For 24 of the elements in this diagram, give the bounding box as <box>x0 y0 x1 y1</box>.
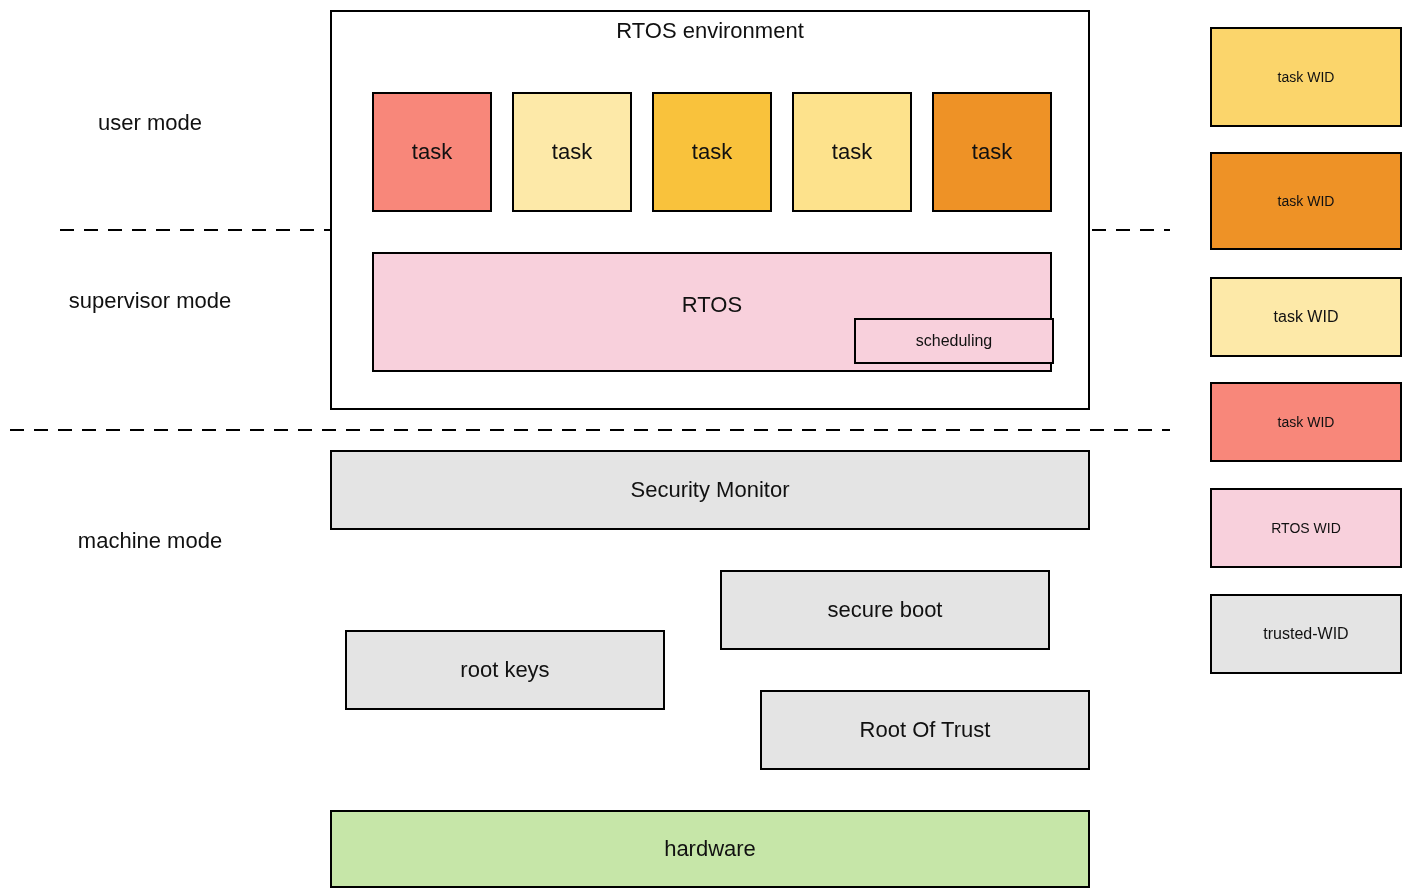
mode-label: user mode <box>97 110 203 136</box>
task-box: task <box>652 92 772 212</box>
task-box: task <box>792 92 912 212</box>
hardware-box: hardware <box>330 810 1090 888</box>
wid-box: task WID <box>1210 27 1402 127</box>
wid-box: task WID <box>1210 277 1402 357</box>
mode-label: supervisor mode <box>67 288 233 314</box>
box-title: RTOS <box>680 292 744 318</box>
environment-box <box>330 10 1090 410</box>
task-box: task <box>512 92 632 212</box>
group-title: RTOS environment <box>615 18 805 44</box>
scheduling-box: scheduling <box>854 318 1054 364</box>
rtos-box <box>372 252 1052 372</box>
task-box: task <box>932 92 1052 212</box>
wid-box: task WID <box>1210 152 1402 250</box>
keys-box: root keys <box>345 630 665 710</box>
wid-box: RTOS WID <box>1210 488 1402 568</box>
task-box: task <box>372 92 492 212</box>
boot-box: secure boot <box>720 570 1050 650</box>
mode-label: machine mode <box>76 528 224 554</box>
wid-box: trusted-WID <box>1210 594 1402 674</box>
trust-box: Root Of Trust <box>760 690 1090 770</box>
wid-box: task WID <box>1210 382 1402 462</box>
monitor-box: Security Monitor <box>330 450 1090 530</box>
